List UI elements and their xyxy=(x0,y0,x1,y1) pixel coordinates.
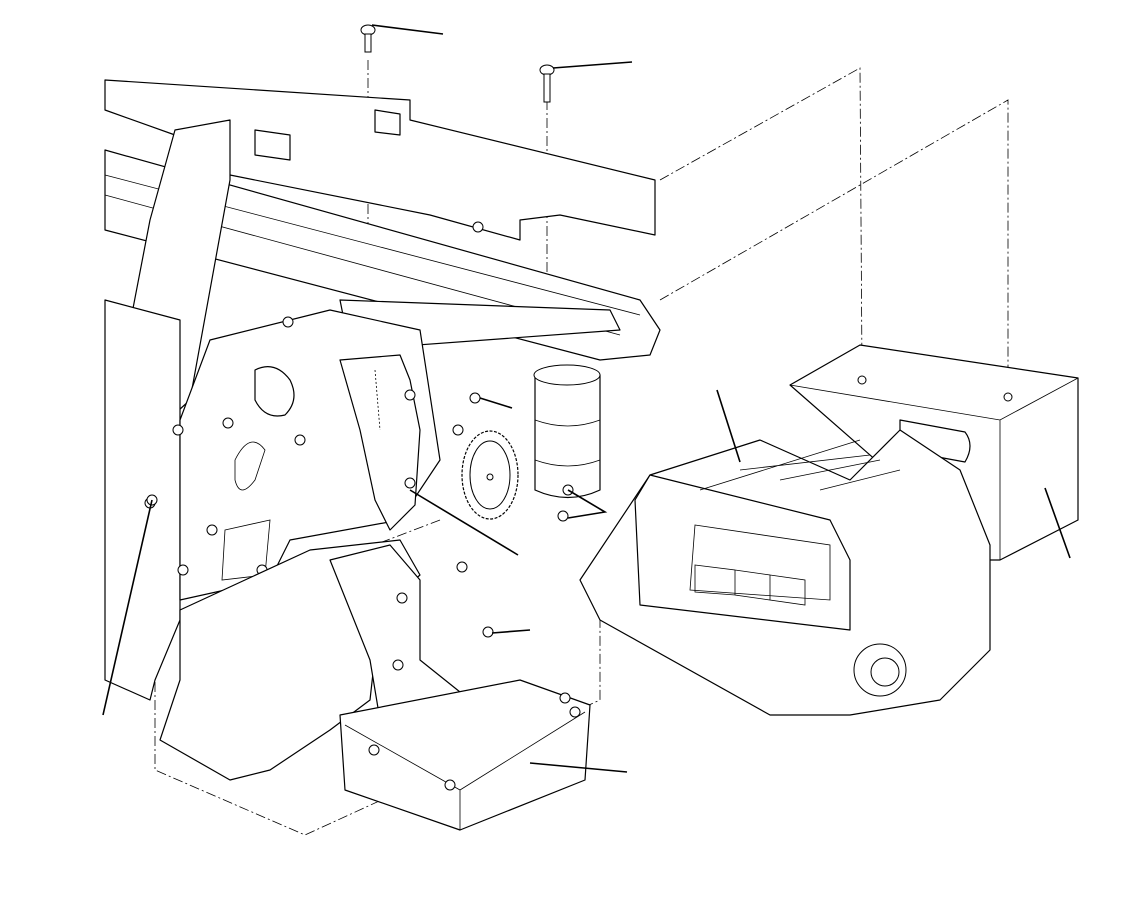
spring-bracket xyxy=(254,354,421,531)
motor xyxy=(533,364,601,499)
lower-duct xyxy=(159,539,591,831)
screws xyxy=(146,24,574,671)
leader-lines xyxy=(102,24,1071,773)
side-screws xyxy=(146,389,574,671)
gear xyxy=(461,430,519,520)
carriage-module xyxy=(579,344,1079,716)
top-screw-1 xyxy=(360,24,376,53)
top-screw-2 xyxy=(539,64,555,103)
